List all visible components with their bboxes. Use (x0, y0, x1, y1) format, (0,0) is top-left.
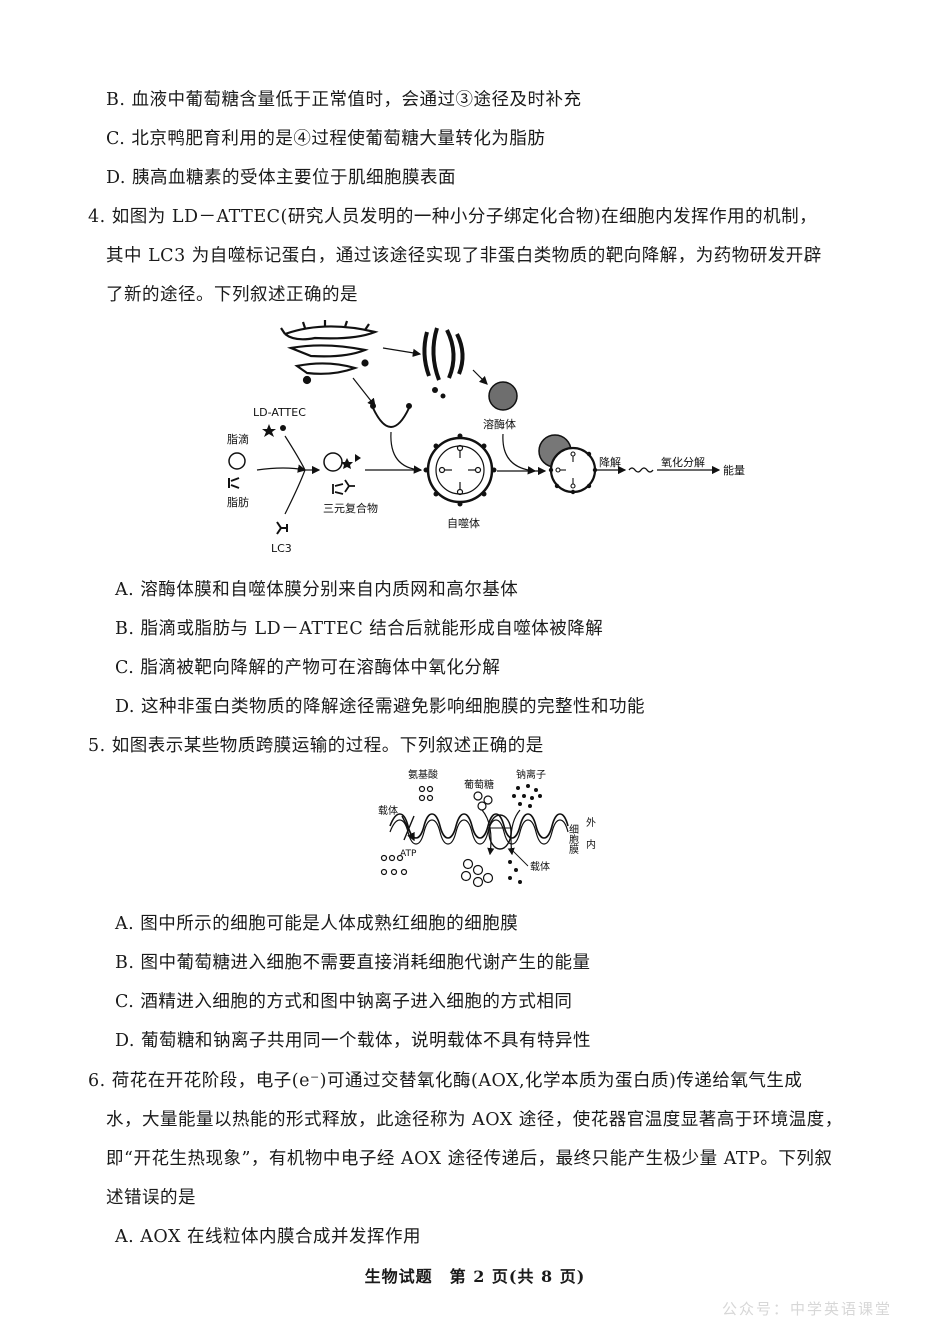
label-oxidation: 氧化分解 (661, 455, 705, 469)
q4-option-d: D. 这种非蛋白类物质的降解途径需避免影响细胞膜的完整性和功能 (115, 697, 646, 717)
q3-option-b: B. 血液中葡萄糖含量低于正常值时，会通过③途径及时补充 (106, 90, 582, 110)
q4-option-a: A. 溶酶体膜和自噬体膜分别来自内质网和高尔基体 (115, 580, 519, 600)
label-lipid-droplet: 脂滴 (227, 432, 249, 446)
label-cell-membrane: 细胞膜 (567, 823, 579, 855)
q5-stem: 5. 如图表示某些物质跨膜运输的过程。下列叙述正确的是 (88, 736, 544, 756)
label-inside: 内 (586, 838, 596, 851)
degradation-product-icon (628, 467, 654, 473)
q5-option-d: D. 葡萄糖和钠离子共用同一个载体，说明载体不具有特异性 (115, 1031, 592, 1051)
ternary-complex-icon (332, 454, 361, 495)
q5-membrane-transport-diagram: 氨基酸 葡萄糖 钠离子 载体 ATP 载体 细胞膜 外 内 (378, 768, 596, 888)
label-sodium: 钠离子 (516, 768, 546, 781)
label-atp: ATP (400, 849, 417, 859)
q4-option-b: B. 脂滴或脂肪与 LD－ATTEC 结合后就能形成自噬体被降解 (115, 619, 604, 639)
label-lysosome: 溶酶体 (483, 417, 516, 431)
q6-stem-line1: 6. 荷花在开花阶段，电子(e⁻)可通过交替氧化酶(AOX,化学本质为蛋白质)传… (88, 1071, 803, 1091)
q4-autophagy-diagram: 溶酶体 LD-ATTEC 脂滴 脂肪 LC3 三元复合物 (227, 320, 745, 555)
cell-membrane-icon (389, 813, 569, 839)
q3-option-d: D. 胰高血糖素的受体主要位于肌细胞膜表面 (106, 168, 457, 188)
amino-acid-particles-icon (418, 785, 434, 802)
q5-option-c: C. 酒精进入细胞的方式和图中钠离子进入细胞的方式相同 (115, 992, 573, 1012)
q5-option-b: B. 图中葡萄糖进入细胞不需要直接消耗细胞代谢产生的能量 (115, 953, 591, 973)
label-degradation: 降解 (599, 455, 621, 469)
phagophore-icon (370, 403, 412, 428)
q6-stem-line4: 述错误的是 (106, 1188, 196, 1208)
sodium-ions-icon (512, 784, 542, 808)
q3-option-c: C. 北京鸭肥育利用的是④过程使葡萄糖大量转化为脂肪 (106, 129, 546, 149)
lipid-droplet-icon (228, 452, 246, 470)
q6-stem-line3: 即“开花生热现象”，有机物中电子经 AOX 途径传递后，最终只能产生极少量 AT… (106, 1149, 833, 1169)
q4-stem-line3: 了新的途径。下列叙述正确的是 (106, 285, 358, 305)
label-autophagosome: 自噬体 (447, 516, 480, 530)
glucose-particles-icon (473, 791, 493, 811)
q4-stem-line2: 其中 LC3 为自噬标记蛋白，通过该途径实现了非蛋白类物质的靶向降解，为药物研发… (106, 246, 822, 266)
ternary-complex-droplet-icon (323, 452, 343, 472)
golgi-apparatus-icon (422, 327, 465, 399)
sodium-inside-icon (508, 860, 522, 884)
lysosome-icon (488, 381, 518, 411)
label-ternary-complex: 三元复合物 (323, 501, 378, 515)
fat-molecule-icon (228, 477, 240, 489)
carrier-protein-icon (488, 814, 512, 850)
q5-option-a: A. 图中所示的细胞可能是人体成熟红细胞的细胞膜 (115, 914, 519, 934)
label-glucose: 葡萄糖 (464, 778, 494, 791)
autolysosome-icon (538, 434, 598, 495)
label-outside: 外 (586, 817, 596, 829)
ld-attec-molecule-icon (262, 424, 286, 437)
glucose-inside-icon (460, 858, 494, 888)
label-lc3: LC3 (271, 542, 292, 555)
q4-stem-line1: 4. 如图为 LD－ATTEC(研究人员发明的一种小分子绑定化合物)在细胞内发挥… (88, 207, 818, 227)
label-carrier-right: 载体 (530, 861, 550, 873)
amino-acid-inside-icon (380, 854, 408, 876)
page-footer: 生物试题 第 2 页(共 8 页) (364, 1267, 586, 1286)
lc3-protein-icon (276, 521, 288, 535)
label-energy: 能量 (723, 463, 745, 477)
endoplasmic-reticulum-icon (280, 320, 379, 385)
q6-stem-line2: 水，大量能量以热能的形式释放，此途径称为 AOX 途径，使花器官温度显著高于环境… (106, 1110, 843, 1130)
q6-option-a: A. AOX 在线粒体内膜合成并发挥作用 (115, 1227, 421, 1247)
label-carrier-left: 载体 (378, 805, 398, 817)
q4-option-c: C. 脂滴被靶向降解的产物可在溶酶体中氧化分解 (115, 658, 501, 678)
label-fat: 脂肪 (227, 495, 249, 509)
label-amino-acid: 氨基酸 (408, 768, 438, 781)
label-ld-attec: LD-ATTEC (253, 406, 306, 419)
autophagosome-icon (423, 433, 497, 507)
watermark: 公众号：中学英语课堂 (721, 1300, 892, 1318)
